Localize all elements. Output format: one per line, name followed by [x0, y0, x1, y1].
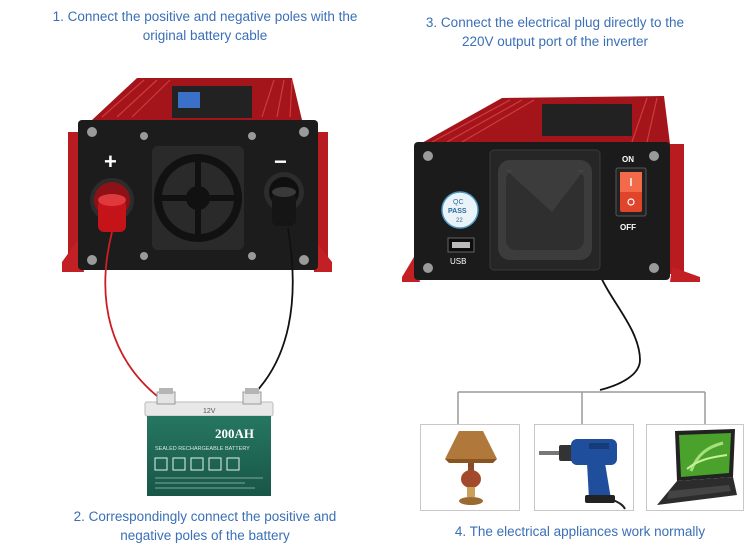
inverter-front-image: + −: [62, 78, 332, 272]
output-cable: [599, 274, 641, 391]
step-1-line-1: 1. Connect the positive and negative pol…: [52, 9, 358, 24]
appliance-drill-panel: [534, 424, 634, 511]
negative-symbol: −: [274, 149, 287, 174]
battery-subtitle: SEALED RECHARGEABLE BATTERY: [155, 446, 250, 452]
inverter-back-image: QC PASS 22 USB ON OFF: [402, 96, 700, 282]
usb-label: USB: [450, 257, 466, 266]
step-4-caption: 4. The electrical appliances work normal…: [410, 522, 750, 541]
drill-icon: [539, 439, 626, 510]
lamp-icon: [445, 431, 497, 505]
qc-sticker-num: 22: [456, 218, 463, 224]
appliance-lamp-panel: [420, 424, 520, 511]
step-3-caption: 3. Connect the electrical plug directly …: [380, 13, 730, 51]
switch-off-label: OFF: [620, 223, 636, 232]
battery-voltage: 12V: [203, 408, 216, 415]
laptop-icon: [657, 429, 737, 505]
qc-sticker-mid: PASS: [448, 208, 467, 215]
appliance-laptop-panel: [646, 424, 744, 511]
step-4-line: 4. The electrical appliances work normal…: [454, 524, 706, 539]
qc-sticker-top: QC: [453, 199, 464, 206]
positive-cable: [104, 231, 163, 401]
battery-capacity: 200AH: [215, 426, 254, 441]
step-2-caption: 2. Correspondingly connect the positive …: [40, 507, 370, 545]
step-3-line-2: 220V output port of the inverter: [461, 34, 649, 49]
step-2-line-2: negative poles of the battery: [120, 528, 290, 543]
positive-symbol: +: [104, 149, 117, 174]
step-1-line-2: original battery cable: [142, 28, 268, 43]
step-3-line-1: 3. Connect the electrical plug directly …: [425, 15, 685, 30]
step-2-line-1: 2. Correspondingly connect the positive …: [73, 509, 337, 524]
negative-cable: [249, 227, 294, 399]
step-1-caption: 1. Connect the positive and negative pol…: [30, 7, 380, 45]
battery-image: 12V 200AH SEALED RECHARGEABLE BATTERY: [144, 388, 274, 496]
distribution-lines: [457, 391, 706, 424]
switch-on-label: ON: [622, 155, 634, 164]
